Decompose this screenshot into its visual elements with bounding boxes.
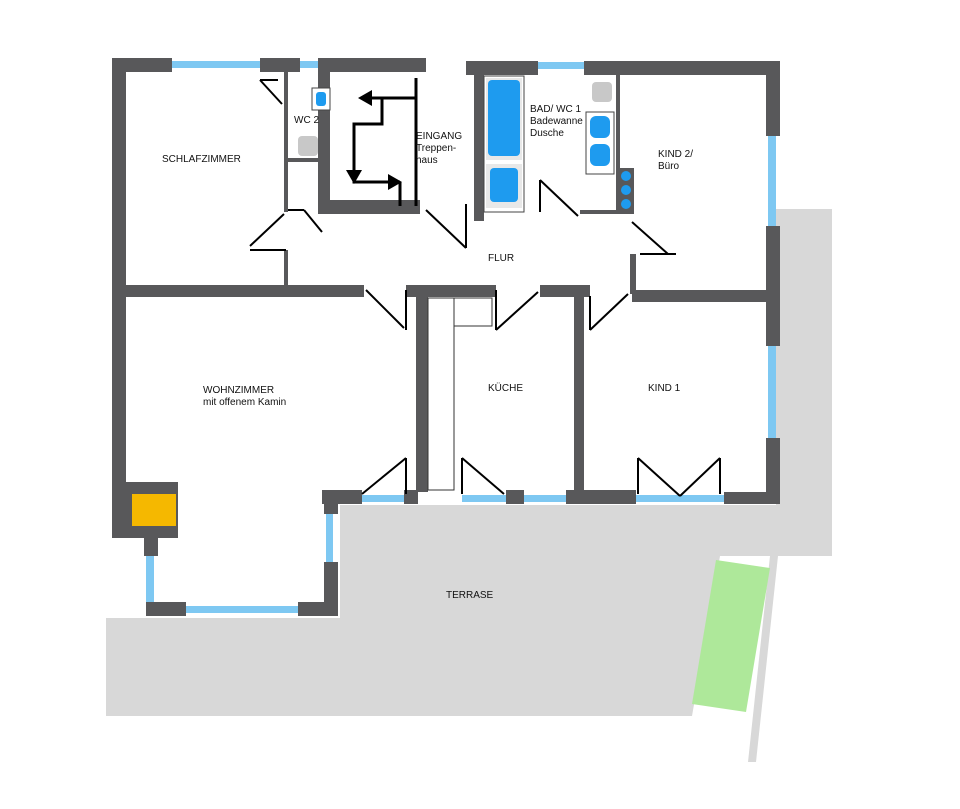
- label-kind2-1: KIND 2/: [658, 149, 693, 160]
- wall: [324, 490, 338, 514]
- wall: [616, 72, 620, 214]
- door-schlafzimmer: [249, 213, 286, 251]
- window-wohn-right: [326, 514, 333, 562]
- wall: [112, 58, 126, 538]
- label-terrasse: TERRASE: [446, 590, 494, 601]
- wall: [404, 490, 418, 504]
- wall: [126, 285, 364, 297]
- window-wohn-left: [146, 556, 154, 604]
- wall: [318, 58, 330, 214]
- wall: [144, 538, 158, 556]
- wall: [630, 254, 636, 294]
- label-bad-2: Badewanne: [530, 116, 583, 127]
- sink-bad-1-icon: [590, 116, 610, 138]
- wall: [318, 200, 420, 214]
- window-kueche-2: [462, 495, 508, 502]
- label-wohnzimmer-2: mit offenem Kamin: [203, 397, 286, 408]
- stairs-arrow-down: [346, 170, 362, 184]
- window-kueche-3: [524, 495, 568, 502]
- door-bad: [539, 179, 579, 217]
- wall: [766, 438, 780, 504]
- door-wc2-lower: [288, 209, 323, 233]
- window-wc2: [300, 61, 318, 68]
- stairs-arrow-right: [388, 174, 402, 190]
- label-schlafzimmer: SCHLAFZIMMER: [162, 154, 241, 165]
- bathroom-fixtures: [298, 75, 615, 213]
- label-bad-1: BAD/ WC 1: [530, 104, 582, 115]
- windows: [146, 61, 776, 613]
- wc2-sink-icon: [316, 92, 326, 106]
- label-bad-3: Dusche: [530, 128, 564, 139]
- wall: [146, 602, 186, 616]
- fireplace-icon: [132, 494, 176, 526]
- sink-bad-2-icon: [590, 144, 610, 166]
- wall: [580, 210, 620, 214]
- wall: [112, 58, 172, 72]
- wall: [406, 285, 496, 297]
- wall: [766, 226, 780, 346]
- window-wohn-bottom: [186, 606, 298, 613]
- label-kind1: KIND 1: [648, 383, 681, 394]
- stairs-arrow-top: [358, 90, 372, 106]
- stove-burner-icon: [621, 185, 631, 195]
- label-eingang-3: haus: [416, 155, 438, 166]
- wall: [766, 61, 780, 136]
- window-bad: [538, 62, 584, 69]
- room-labels: SCHLAFZIMMER WC 2 EINGANG Treppen- haus …: [162, 104, 693, 601]
- wall: [566, 490, 636, 504]
- label-wc2: WC 2: [294, 115, 319, 126]
- label-eingang-1: EINGANG: [416, 131, 462, 142]
- door-wc2: [259, 79, 283, 105]
- wall: [574, 297, 584, 492]
- doors: [249, 79, 721, 497]
- door-kind1: [589, 293, 629, 331]
- wall: [260, 58, 300, 72]
- door-kind1-terrace: [637, 457, 721, 497]
- kitchen-counter-side: [427, 297, 455, 491]
- wall: [584, 61, 780, 75]
- door-wohnzimmer: [365, 289, 407, 330]
- window-kind1: [768, 346, 776, 438]
- bathtub-icon: [488, 80, 520, 156]
- wall: [284, 72, 288, 212]
- label-eingang-2: Treppen-: [416, 143, 456, 154]
- stove-burner-icon: [621, 199, 631, 209]
- wall: [284, 158, 320, 162]
- stairs: [346, 78, 418, 206]
- door-kueche: [495, 290, 539, 331]
- wc2-toilet-icon: [298, 136, 318, 156]
- wall: [474, 61, 484, 221]
- label-flur: FLUR: [488, 253, 514, 264]
- door-kueche-terrace-1: [361, 457, 407, 495]
- walls: [112, 58, 780, 616]
- wall: [416, 297, 428, 492]
- kitchen-counter: [427, 297, 493, 491]
- wall: [540, 285, 590, 297]
- door-eingang: [425, 204, 467, 249]
- door-kind2: [631, 221, 676, 255]
- label-wohnzimmer-1: WOHNZIMMER: [203, 385, 274, 396]
- shower-icon: [490, 168, 518, 202]
- toilet-bad-icon: [592, 82, 612, 102]
- window-schlafzimmer: [172, 61, 260, 68]
- terrace-area: [106, 209, 832, 762]
- stove-unit: [618, 168, 634, 214]
- wall: [506, 490, 524, 504]
- label-kind2-2: Büro: [658, 161, 680, 172]
- wall: [324, 562, 338, 616]
- stairs-path: [352, 78, 418, 206]
- wall: [318, 58, 426, 72]
- wall: [724, 492, 780, 504]
- window-kind2: [768, 136, 776, 226]
- door-kueche-terrace-2: [461, 457, 505, 495]
- window-kueche-1: [362, 495, 406, 502]
- stove-burner-icon: [621, 171, 631, 181]
- wall: [632, 290, 768, 302]
- label-kueche: KÜCHE: [488, 382, 523, 394]
- wall: [284, 250, 288, 286]
- garden-bed: [692, 560, 770, 712]
- terrace-main: [106, 209, 832, 762]
- window-kind1-bottom: [636, 495, 724, 502]
